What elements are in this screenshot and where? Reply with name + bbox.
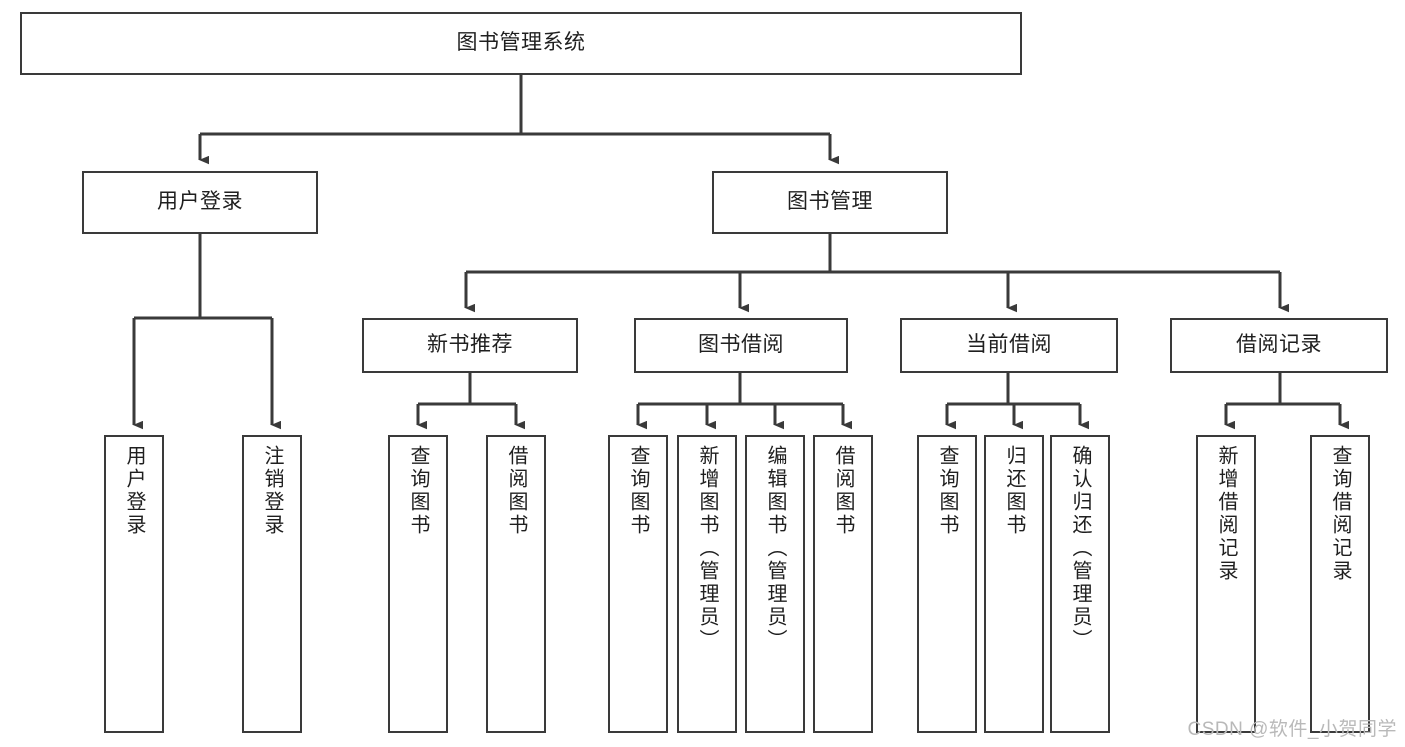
node-leaf-query-borrow-record[interactable]: 查询借阅记录	[1310, 435, 1370, 733]
node-label: 查询图书	[407, 445, 429, 537]
node-label: 用户登录	[123, 445, 145, 537]
node-user-login[interactable]: 用户登录	[82, 171, 318, 234]
node-label: 新增借阅记录	[1215, 445, 1237, 583]
node-borrow-record[interactable]: 借阅记录	[1170, 318, 1388, 373]
node-leaf-borrow-book[interactable]: 借阅图书	[813, 435, 873, 733]
node-label: 新增图书（管理员）	[696, 445, 718, 652]
node-label: 查询图书	[627, 445, 649, 537]
node-leaf-query-book-borrow[interactable]: 查询图书	[608, 435, 668, 733]
node-new-book-recommend[interactable]: 新书推荐	[362, 318, 578, 373]
node-label: 图书管理	[787, 190, 873, 214]
node-label: 新书推荐	[427, 333, 513, 357]
node-leaf-return-book[interactable]: 归还图书	[984, 435, 1044, 733]
csdn-watermark: CSDN @软件_小贺同学	[1187, 719, 1397, 740]
node-label: 查询借阅记录	[1329, 445, 1351, 583]
node-leaf-logout[interactable]: 注销登录	[242, 435, 302, 733]
node-book-management[interactable]: 图书管理	[712, 171, 948, 234]
node-leaf-user-login[interactable]: 用户登录	[104, 435, 164, 733]
node-leaf-add-book-admin[interactable]: 新增图书（管理员）	[677, 435, 737, 733]
node-label: 确认归还（管理员）	[1069, 445, 1091, 652]
node-root-system[interactable]: 图书管理系统	[20, 12, 1022, 75]
node-label: 用户登录	[157, 190, 243, 214]
node-leaf-query-book-current[interactable]: 查询图书	[917, 435, 977, 733]
node-leaf-add-borrow-record[interactable]: 新增借阅记录	[1196, 435, 1256, 733]
node-leaf-borrow-book-recommend[interactable]: 借阅图书	[486, 435, 546, 733]
node-label: 图书借阅	[698, 333, 784, 357]
node-label: 图书管理系统	[456, 31, 586, 55]
node-current-borrow[interactable]: 当前借阅	[900, 318, 1118, 373]
node-leaf-confirm-return-admin[interactable]: 确认归还（管理员）	[1050, 435, 1110, 733]
node-label: 当前借阅	[966, 333, 1052, 357]
node-label: 归还图书	[1003, 445, 1025, 537]
node-label: 借阅图书	[832, 445, 854, 537]
node-label: 查询图书	[936, 445, 958, 537]
node-book-borrow[interactable]: 图书借阅	[634, 318, 848, 373]
node-label: 借阅记录	[1236, 333, 1322, 357]
node-leaf-query-book-recommend[interactable]: 查询图书	[388, 435, 448, 733]
node-label: 编辑图书（管理员）	[764, 445, 786, 652]
node-label: 借阅图书	[505, 445, 527, 537]
node-leaf-edit-book-admin[interactable]: 编辑图书（管理员）	[745, 435, 805, 733]
node-label: 注销登录	[261, 445, 283, 537]
